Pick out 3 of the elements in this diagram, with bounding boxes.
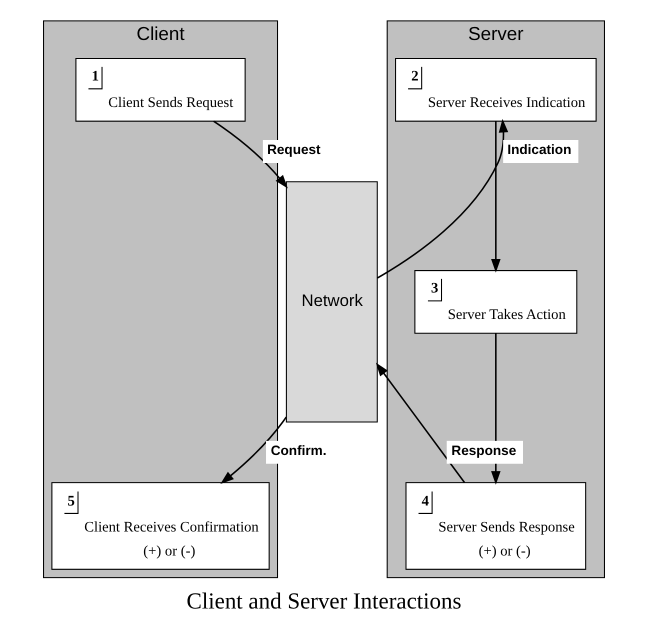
edge-label: Response [451, 442, 516, 458]
caption: Client and Server Interactions [186, 588, 462, 614]
edge-label: Indication [507, 142, 572, 157]
